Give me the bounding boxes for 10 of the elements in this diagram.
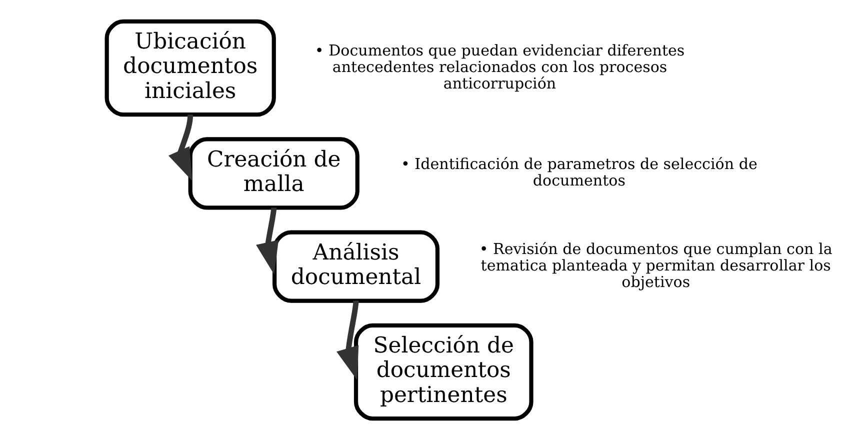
node-box: Creación de malla (188, 136, 360, 210)
node-label: • Identificación de parametros de selección de documentos (401, 154, 758, 189)
arrow (256, 207, 279, 274)
node-label: • Documentos que puedan evidenciar diferentes antecedentes relacionados con los procesos anticorrupción (314, 40, 685, 92)
arrow (168, 114, 194, 181)
node-box: Selección de documentos pertinentes (354, 322, 534, 420)
node-label: • Revisión de documentos que cumplan con la tematica planteada y permitan desarrollar los objetivos (479, 239, 832, 290)
node-box: Ubicación documentos iniciales (104, 18, 276, 116)
arrow (336, 300, 359, 380)
node-box: Análisis documental (272, 230, 440, 302)
